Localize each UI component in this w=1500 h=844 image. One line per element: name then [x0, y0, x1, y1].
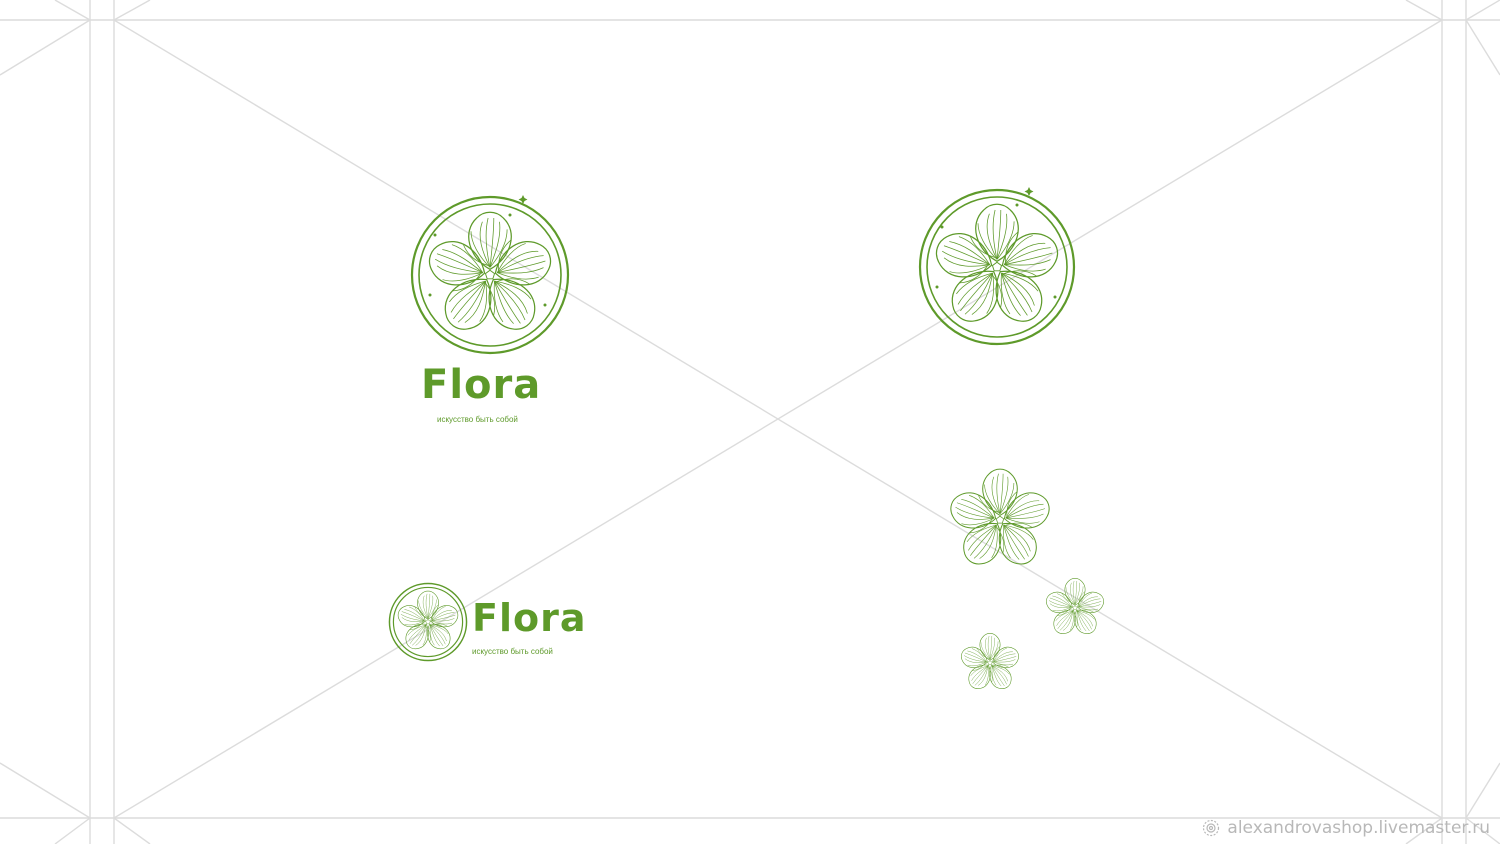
- logo-horizontal: Flora искусство быть собой: [386, 580, 616, 665]
- brand-tagline: искусство быть собой: [437, 415, 518, 424]
- gear-flower-icon: [1203, 819, 1220, 837]
- watermark: alexandrovashop.livemaster.ru: [1201, 818, 1490, 838]
- flower-small-icon: [955, 628, 1025, 698]
- logo-vertical: Flora искусство быть собой: [405, 190, 575, 430]
- brand-wordmark: Flora: [472, 596, 587, 640]
- flower-small-icon: [1040, 573, 1110, 643]
- flower-emblem-icon: [388, 582, 468, 662]
- flower-emblem-icon: [918, 187, 1076, 346]
- brand-wordmark: Flora: [421, 362, 542, 408]
- flower-pattern: [930, 455, 1120, 705]
- brand-tagline: искусство быть собой: [472, 647, 553, 656]
- watermark-text[interactable]: alexandrovashop.livemaster.ru: [1227, 818, 1490, 838]
- flower-emblem-icon: [410, 195, 570, 355]
- flower-large-icon: [940, 460, 1060, 580]
- logo-emblem: [912, 182, 1082, 352]
